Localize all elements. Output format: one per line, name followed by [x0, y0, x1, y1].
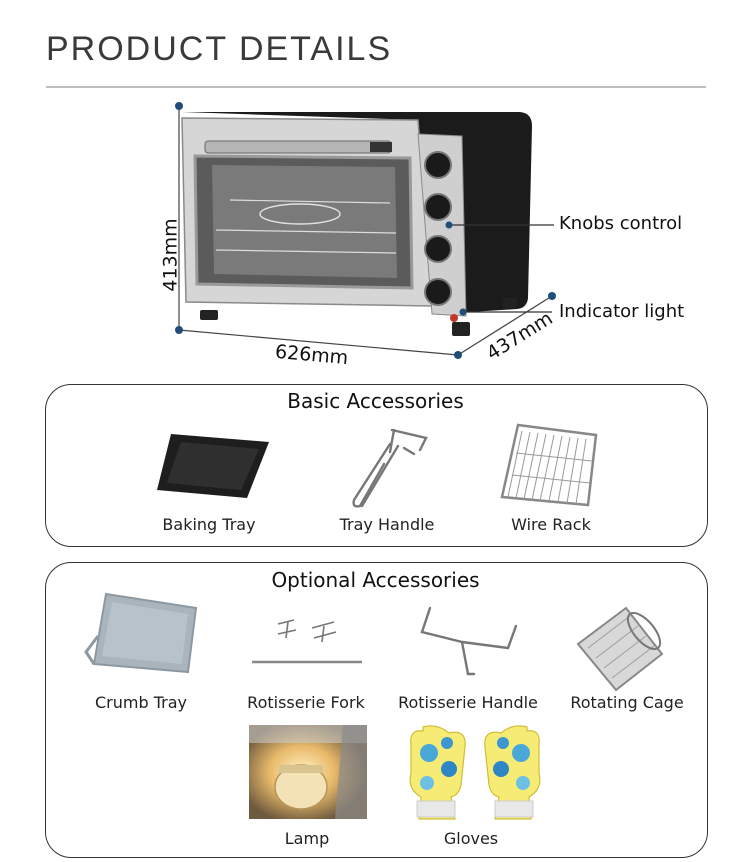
- baking-tray-icon: [157, 434, 269, 498]
- indicator-light-icon: [450, 314, 458, 322]
- oven-foot: [452, 322, 470, 336]
- glove-right: [484, 725, 541, 820]
- optional-accessory-label: Gloves: [443, 829, 499, 848]
- optional-accessory-label: Lamp: [284, 829, 330, 848]
- rotisserie-handle-icon: [420, 606, 518, 676]
- optional-accessories-title: Optional Accessories: [271, 568, 480, 592]
- wire-rack-icon: [500, 423, 598, 507]
- basic-accessory-label: Wire Rack: [511, 515, 591, 534]
- basic-accessory-label: Tray Handle: [339, 515, 435, 534]
- lamp-icon: [249, 725, 367, 819]
- crumb-tray-icon: [84, 592, 198, 674]
- dimension-dot: [175, 102, 183, 110]
- oven-knobs: [424, 151, 452, 306]
- dimension-lines: [178, 106, 553, 356]
- optional-accessory-label: Rotisserie Handle: [398, 693, 538, 712]
- oven-foot: [200, 310, 218, 320]
- dimension-dot: [175, 326, 183, 334]
- title-divider: [46, 86, 706, 88]
- rotisserie-fork-icon: [252, 619, 362, 664]
- dimension-dot: [548, 292, 556, 300]
- oven-illustration: [175, 102, 556, 359]
- rotating-cage-icon: [576, 606, 664, 692]
- optional-accessory-label: Rotisserie Fork: [247, 693, 365, 712]
- oven-door-handle: [204, 140, 392, 154]
- indicator-light-label: Indicator light: [559, 301, 685, 322]
- oven-foot: [503, 298, 517, 308]
- basic-accessories-title: Basic Accessories: [287, 389, 464, 413]
- page-title: PRODUCT DETAILS: [46, 30, 393, 68]
- optional-accessory-label: Rotating Cage: [570, 693, 684, 712]
- gloves-icon: [409, 725, 541, 820]
- glove-left: [409, 725, 466, 820]
- knobs-control-label: Knobs control: [559, 213, 683, 234]
- tray-handle-icon: [352, 428, 428, 508]
- height-dimension: 413mm: [159, 218, 182, 292]
- optional-accessory-label: Crumb Tray: [95, 693, 187, 712]
- basic-accessory-label: Baking Tray: [162, 515, 256, 534]
- dimension-dot: [454, 351, 462, 359]
